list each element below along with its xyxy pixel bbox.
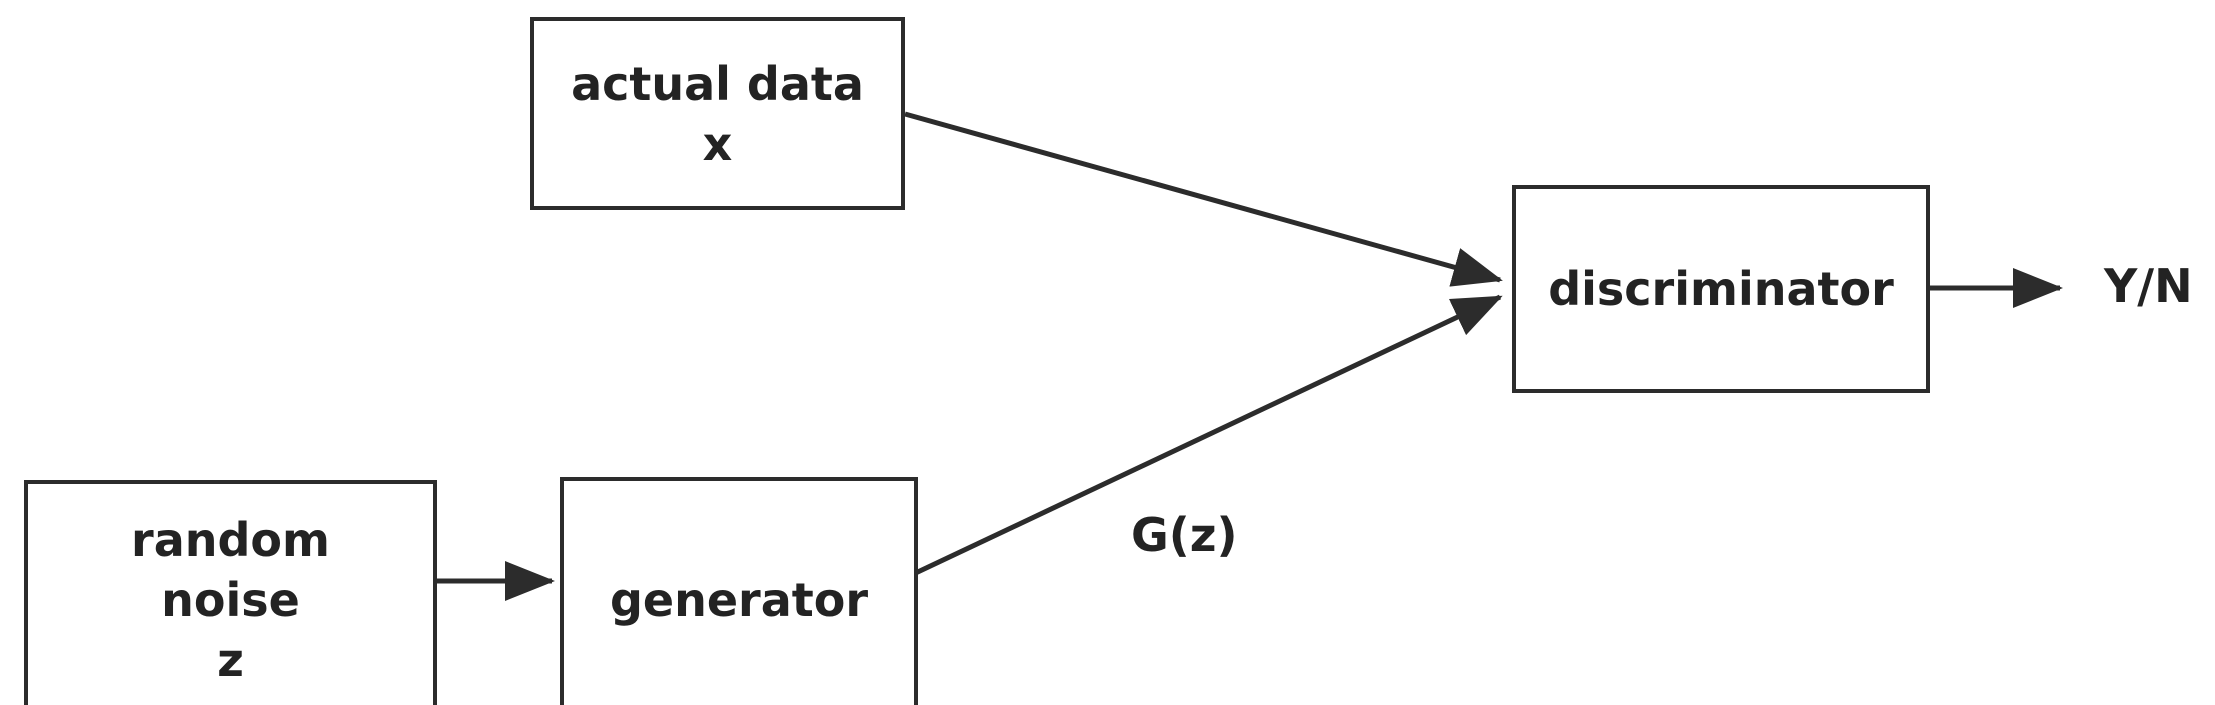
generator-label: generator bbox=[609, 572, 869, 627]
random-noise-node[interactable]: random noise z bbox=[24, 480, 437, 705]
discriminator-label: discriminator bbox=[1548, 262, 1894, 316]
random-noise-label-line2: noise bbox=[161, 573, 300, 627]
gz-edge-label: G(z) bbox=[1131, 508, 1238, 562]
actual-data-label-line2: x bbox=[702, 116, 733, 171]
connector-generator-to-discriminator bbox=[903, 294, 1503, 581]
actual-data-node[interactable]: actual data x bbox=[530, 17, 905, 210]
discriminator-node[interactable]: discriminator bbox=[1512, 185, 1930, 393]
actual-data-label-line1: actual data bbox=[571, 56, 864, 111]
generator-node[interactable]: generator bbox=[560, 477, 918, 705]
connector-actual-data-to-discriminator bbox=[904, 111, 1503, 287]
random-noise-label-line1: random bbox=[131, 513, 330, 567]
random-noise-label-line3: z bbox=[217, 633, 244, 687]
yn-output-label: Y/N bbox=[2104, 259, 2193, 313]
